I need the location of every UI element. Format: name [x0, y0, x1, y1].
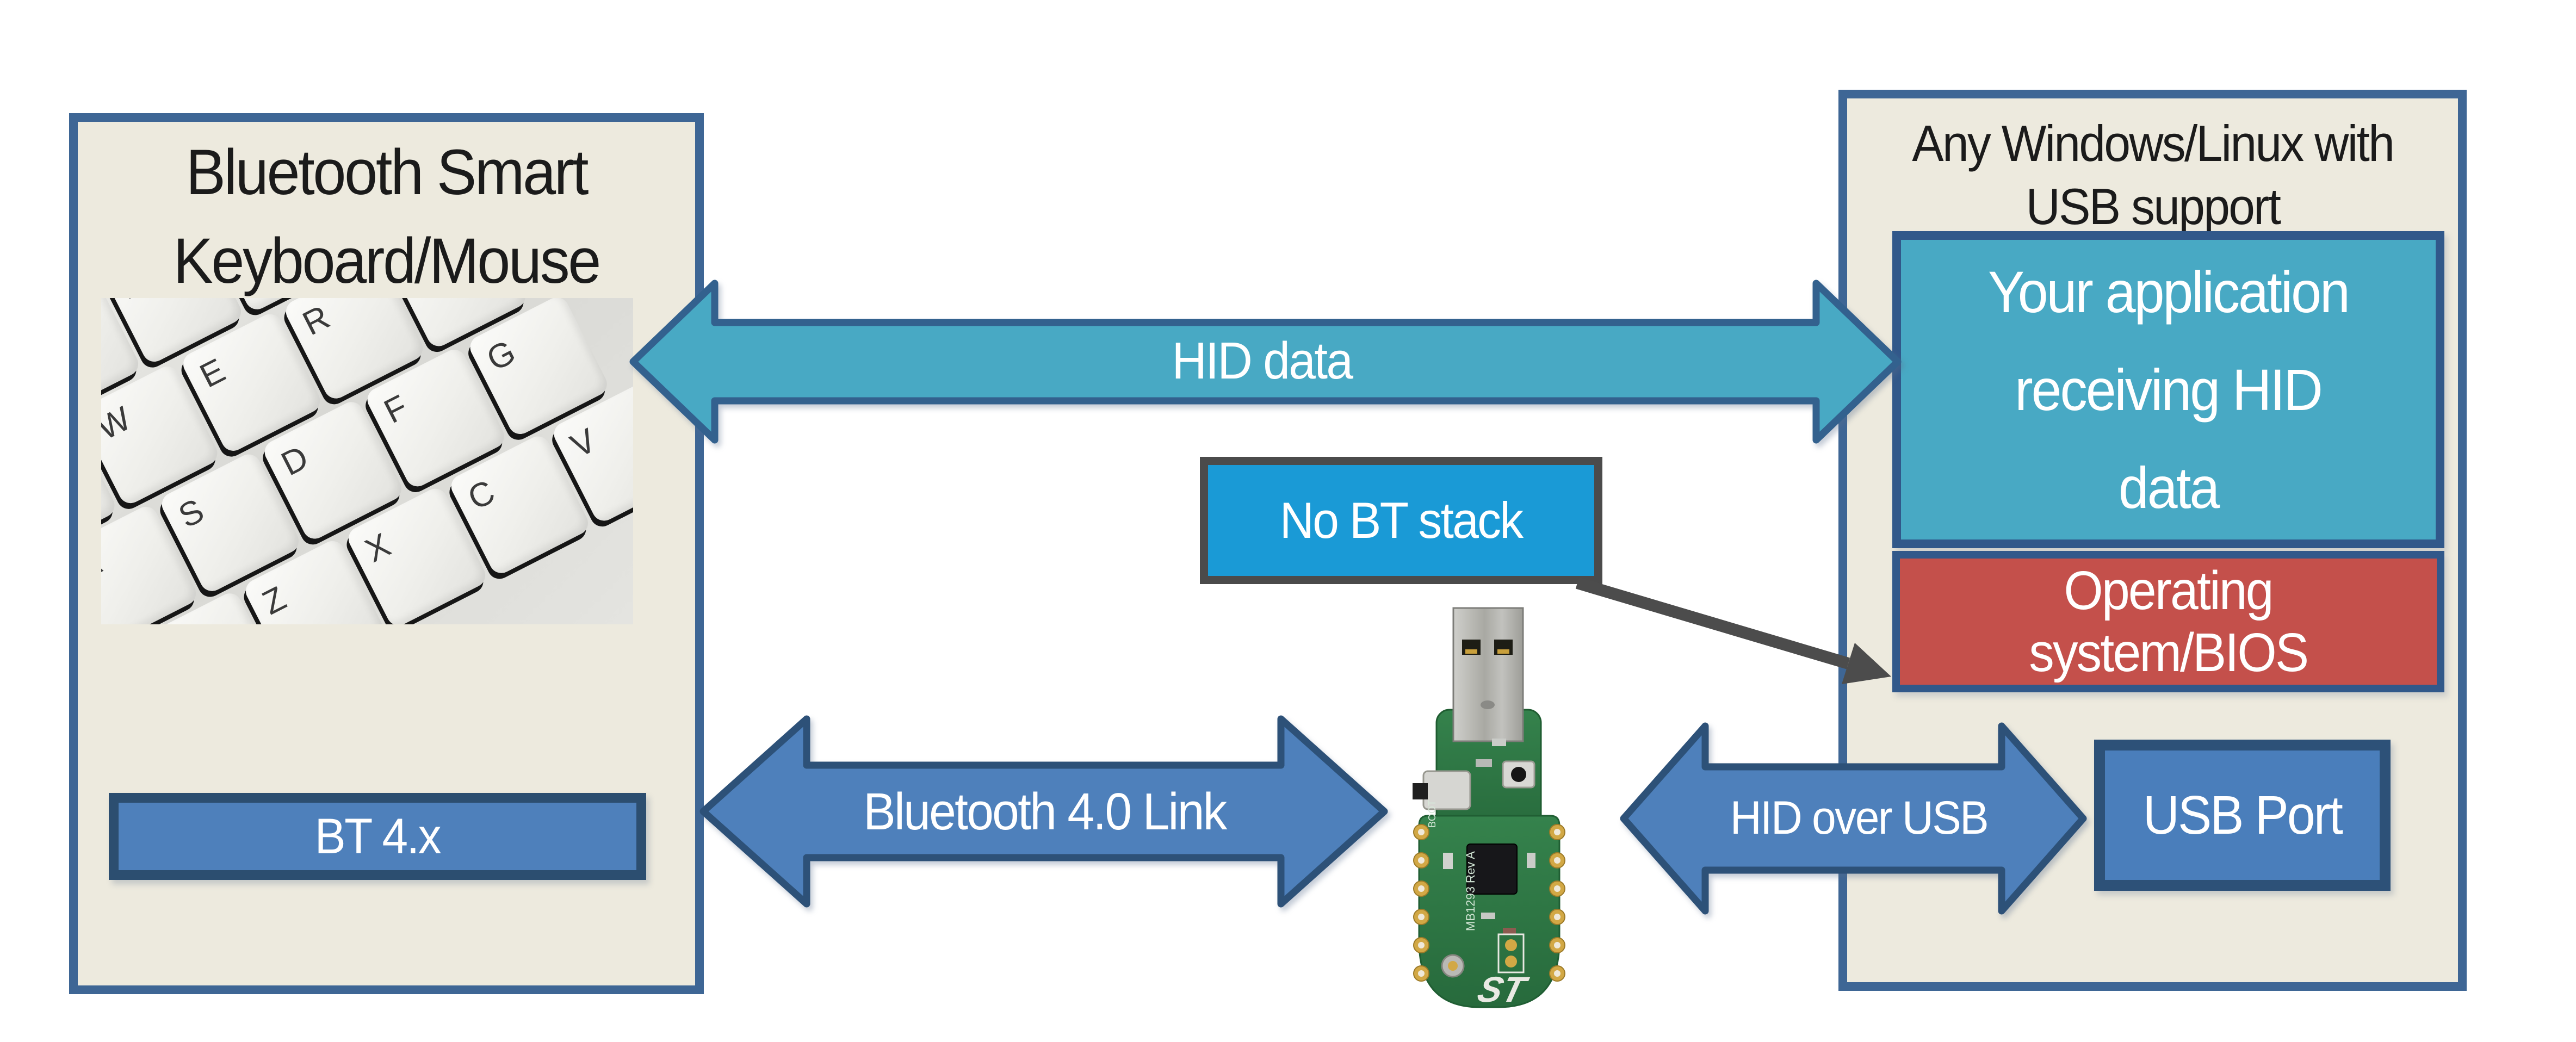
- hid-data-arrow: [629, 280, 1902, 444]
- operating-system-block: Operating system/BIOS: [1892, 551, 2444, 692]
- right-panel-title: Any Windows/Linux with USB support: [1854, 112, 2452, 238]
- app-line1: Your application: [1988, 258, 2350, 325]
- bt4x-label: BT 4.x: [314, 808, 442, 864]
- dongle-boot-text: BOOT: [1427, 800, 1438, 828]
- bluetooth-link-arrow: [699, 715, 1388, 908]
- dongle-usb-connector: [1452, 607, 1524, 742]
- app-line2: receiving HID: [2015, 356, 2324, 423]
- right-title-line2: USB support: [2026, 178, 2281, 235]
- usb-dongle-photo: MB1293 Rev A BOOT ST: [1413, 607, 1565, 1010]
- dongle-board-text: MB1293 Rev A: [1464, 851, 1477, 931]
- os-line2: system/BIOS: [2029, 622, 2309, 683]
- dongle-passives: [1443, 739, 1535, 934]
- bluetooth-link-label: Bluetooth 4.0 Link: [863, 783, 1227, 841]
- application-block: Your application receiving HID data: [1892, 231, 2444, 548]
- app-line3: data: [2118, 454, 2220, 520]
- callout-pointer-arrow: [1575, 577, 1891, 684]
- usb-port-block: USB Port: [2094, 740, 2391, 891]
- usb-pin-left: [1465, 649, 1477, 654]
- left-panel-title: Bluetooth Smart Keyboard/Mouse: [78, 128, 695, 306]
- left-title-line1: Bluetooth Smart: [185, 137, 589, 208]
- usb-shell-dimple: [1481, 700, 1495, 709]
- bt4x-block: BT 4.x: [109, 793, 646, 880]
- hid-over-usb-arrow: [1620, 722, 2087, 915]
- hid-over-usb-label: HID over USB: [1730, 791, 1989, 844]
- callout-pointer-head: [1842, 643, 1891, 684]
- dongle-ufl-center: [1448, 961, 1458, 971]
- no-bt-stack-callout: No BT stack: [1200, 457, 1602, 584]
- dongle-cn4-pad1: [1505, 939, 1517, 951]
- dongle-cn4-outline: [1497, 933, 1525, 973]
- bluetooth-link-arrow-shape: [699, 715, 1388, 908]
- hid-data-arrow-shape: [629, 280, 1902, 444]
- keyboard-photo: 1 2 £ 4 ' Q W E R T A S D F G \: [101, 298, 633, 624]
- no-bt-stack-label: No BT stack: [1280, 492, 1524, 549]
- dongle-button-center: [1511, 767, 1526, 782]
- dongle-edge-pad-holes: [1418, 829, 1561, 977]
- hid-data-label: HID data: [1172, 332, 1354, 390]
- usb-port-label: USB Port: [2142, 784, 2343, 846]
- dongle-main-chip: [1466, 843, 1518, 895]
- dongle-switch-knob: [1413, 783, 1428, 799]
- right-title-line1: Any Windows/Linux with: [1912, 115, 2395, 172]
- hid-over-usb-arrow-shape: [1620, 722, 2087, 915]
- left-title-line2: Keyboard/Mouse: [173, 225, 602, 297]
- usb-pin-right: [1497, 649, 1509, 654]
- keyboard-keys-grid: 1 2 £ 4 ' Q W E R T A S D F G \: [101, 298, 633, 624]
- callout-pointer-line: [1575, 577, 1850, 669]
- dongle-cn4-pad2: [1505, 956, 1517, 967]
- os-line1: Operating: [2064, 560, 2274, 621]
